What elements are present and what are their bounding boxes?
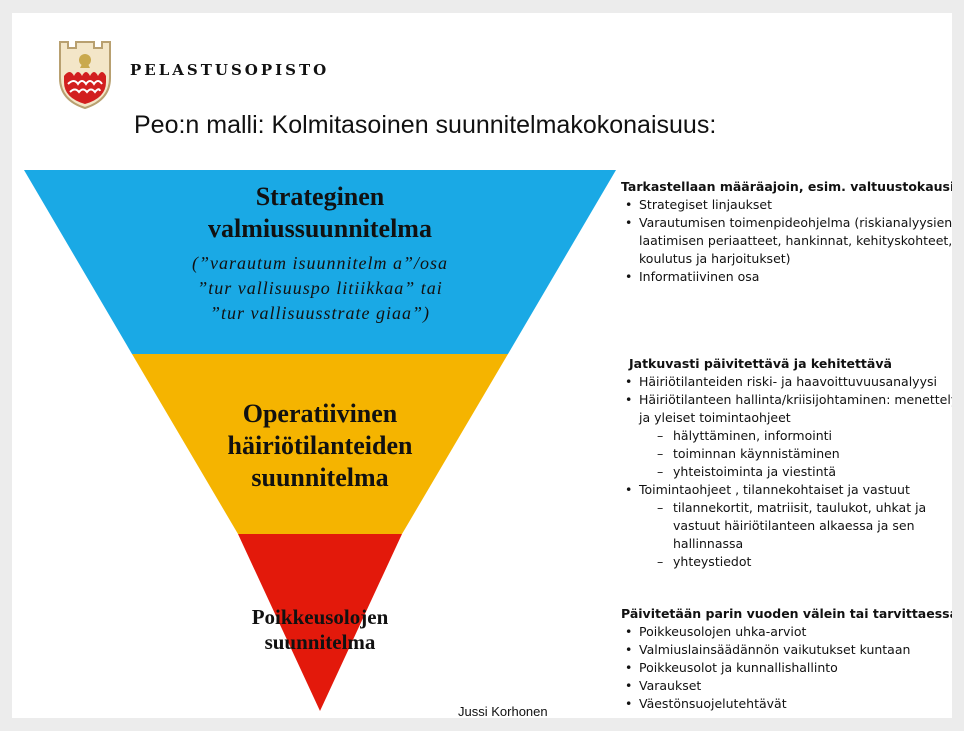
list-item: Häiriötilanteiden riski- ja haavoittuvuu… [621,373,952,391]
section-strategic: Tarkastellaan määräajoin, esim. valtuust… [621,178,952,286]
top-layer-title-line-1: Strateginen [255,182,385,211]
middle-layer-title-line-2: häiriötilanteiden [227,431,413,460]
section-heading: Jatkuvasti päivitettävä ja kehitettävä [629,356,892,371]
sub-list-item: tilannekortit, matriisit, taulukot, uhka… [621,499,952,553]
sub-list-item: hälyttäminen, informointi [621,427,952,445]
middle-layer-label: Operatiivinen häiriötilanteiden suunnite… [170,398,470,494]
list-item: Varautumisen toimenpideohjelma (riskiana… [621,214,952,268]
top-layer-subtitle-line-2: ”tur vallisuuspo litiikkaa” tai [197,278,443,298]
list-item: Poikkeusolot ja kunnallishallinto [621,659,952,677]
sub-list-item: yhteistoiminta ja viestintä [621,463,952,481]
top-layer-subtitle-line-1: (”varautum isuunnitelm a”/osa [191,253,448,273]
author-credit: Jussi Korhonen [458,704,548,718]
top-layer-label: Strateginen valmiussuunnitelma (”varautu… [120,181,520,326]
bottom-layer-label: Poikkeusolojen suunnitelma [190,605,450,655]
top-layer-subtitle-line-3: ”tur vallisuusstrate giaa”) [209,303,431,323]
middle-layer-title-line-1: Operatiivinen [242,399,398,428]
list-item: Poikkeusolojen uhka-arviot [621,623,952,641]
three-level-pyramid [24,170,616,711]
slide: PELASTUSOPISTO Peo:n malli: Kolmitasoine… [12,13,952,718]
section-operational: Jatkuvasti päivitettävä ja kehitettävä H… [621,355,952,571]
organization-name: PELASTUSOPISTO [130,61,330,79]
sub-list-item: toiminnan käynnistäminen [621,445,952,463]
slide-title: Peo:n malli: Kolmitasoinen suunnitelmako… [134,111,717,139]
bottom-layer-title-line-1: Poikkeusolojen [251,605,389,629]
pyramid-middle-layer [132,354,508,534]
list-item: Varaukset [621,677,952,695]
list-item: Väestönsuojelutehtävät [621,695,952,713]
list-item: Informatiivinen osa [621,268,952,286]
list-item: Strategiset linjaukset [621,196,952,214]
section-heading: Tarkastellaan määräajoin, esim. valtuust… [621,179,952,194]
section-heading: Päivitetään parin vuoden välein tai tarv… [621,606,952,621]
top-layer-title-line-2: valmiussuunnitelma [208,214,432,243]
pyramid-top-layer [24,170,616,354]
middle-layer-title-line-3: suunnitelma [251,463,389,492]
coat-of-arms-logo [59,41,111,110]
bottom-layer-title-line-2: suunnitelma [264,630,376,654]
list-item: Häiriötilanteen hallinta/kriisijohtamine… [621,391,952,427]
list-item: Toimintaohjeet , tilannekohtaiset ja vas… [621,481,952,499]
section-exceptional: Päivitetään parin vuoden välein tai tarv… [621,605,952,713]
list-item: Valmiuslainsäädännön vaikutukset kuntaan [621,641,952,659]
sub-list-item: yhteystiedot [621,553,952,571]
pyramid-bottom-layer [238,534,402,711]
